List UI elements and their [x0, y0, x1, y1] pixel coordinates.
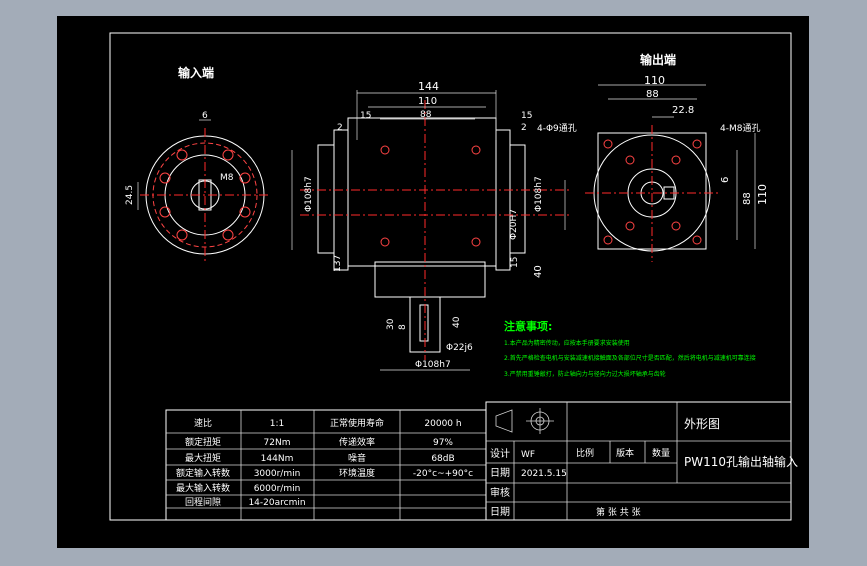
- dim-2-right: 2: [521, 123, 527, 133]
- label-scale: 比例: [576, 447, 594, 459]
- dim-8: 8: [398, 324, 408, 330]
- spec-cell: 最大输入转数: [176, 482, 230, 494]
- dim-input-m8: M8: [220, 173, 234, 183]
- technical-notes: 注意事项: 1.本产品为精密传动，应按本手册要求安装使用 2.首先严格检查电机与…: [504, 319, 756, 378]
- label-review: 审核: [490, 486, 510, 499]
- dim-144: 144: [418, 80, 439, 93]
- spec-cell: 正常使用寿命: [330, 417, 384, 429]
- dim-110-vert: 110: [756, 184, 769, 205]
- note-2: 2.首先严格检查电机与安装减速机接触面及各部位尺寸是否匹配，然后将电机与减速机可…: [504, 354, 756, 362]
- spec-cell: 97%: [433, 438, 453, 448]
- label-date-2: 日期: [490, 506, 510, 518]
- dim-110-side: 110: [418, 96, 437, 107]
- drawing-type: 外形图: [684, 417, 720, 431]
- input-end-view: 6 M8 24.5: [125, 111, 270, 262]
- spec-cell: 6000r/min: [254, 484, 301, 494]
- side-view: 144 110 88 2 15 15 2 4-Φ9通孔 Φ108h7 Φ20H7…: [291, 80, 577, 371]
- date-value: 2021.5.15: [521, 469, 567, 479]
- dim-6-out: 6: [720, 177, 731, 183]
- drawing-sheet: [57, 16, 809, 548]
- label-4-holes-out: 4-M8通孔: [720, 123, 760, 134]
- spec-cell: 额定输入转数: [176, 467, 230, 479]
- dim-88-side: 88: [420, 110, 432, 120]
- spec-cell: 噪音: [348, 452, 366, 464]
- dim-input-6: 6: [202, 111, 208, 121]
- notes-title: 注意事项:: [504, 319, 552, 333]
- spec-cell: 1:1: [270, 419, 284, 429]
- spec-cell: 环境温度: [339, 467, 375, 479]
- dim-110-out: 110: [644, 74, 665, 87]
- spec-cell: 3000r/min: [254, 469, 301, 479]
- dim-88-vert: 88: [742, 192, 753, 205]
- title-block: 外形图 PW110孔输出轴输入 设计 WF 比例 版本 数量 日期 2021.5…: [485, 401, 798, 521]
- label-design: 设计: [490, 447, 510, 460]
- spec-cell: 回程间隙: [185, 496, 221, 508]
- spec-cell: 速比: [194, 417, 212, 429]
- dim-15-left: 15: [360, 111, 371, 121]
- dim-2-left: 2: [337, 123, 343, 133]
- dim-108h7-bottom: Φ108h7: [415, 360, 451, 370]
- spec-cell: 传递效率: [339, 436, 375, 448]
- dim-15-right: 15: [521, 111, 532, 121]
- spec-cell: 14-20arcmin: [248, 498, 305, 508]
- spec-cell: 最大扭矩: [185, 452, 221, 464]
- dim-40-shaft: 40: [452, 316, 462, 328]
- dim-108h7-left: Φ108h7: [304, 176, 314, 212]
- label-quantity: 数量: [652, 447, 670, 459]
- dim-input-24-5: 24.5: [125, 185, 135, 205]
- note-1: 1.本产品为精密传动，应按本手册要求安装使用: [504, 339, 630, 347]
- output-end-view: 110 88 22.8 4-M8通孔 6 88 110: [585, 74, 769, 262]
- spec-cell: 20000 h: [424, 419, 461, 429]
- output-end-heading: 输出端: [640, 52, 676, 67]
- label-4-holes-side: 4-Φ9通孔: [537, 123, 577, 134]
- dim-40-right: 40: [533, 265, 544, 278]
- dim-20h7: Φ20H7: [509, 209, 519, 240]
- dim-22j6: Φ22j6: [446, 343, 473, 353]
- drawing-name: PW110孔输出轴输入: [684, 454, 798, 469]
- note-3: 3.严禁用重锤敲打，防止轴向力与径向力过大损坏轴承与齿轮: [504, 370, 666, 378]
- spec-cell: 72Nm: [264, 438, 291, 448]
- sheet-info: 第 张 共 张: [596, 506, 641, 518]
- dim-137: 137: [333, 255, 343, 272]
- label-version: 版本: [616, 447, 634, 459]
- dim-30: 30: [386, 318, 396, 330]
- spec-cell: 68dB: [431, 454, 454, 464]
- dim-22-8: 22.8: [672, 105, 694, 116]
- input-end-heading: 输入端: [178, 65, 214, 80]
- label-date: 日期: [490, 467, 510, 479]
- spec-cell: -20°c~+90°c: [413, 469, 473, 479]
- dim-108h7-right: Φ108h7: [534, 176, 544, 212]
- designer: WF: [521, 450, 535, 460]
- spec-cell: 144Nm: [261, 454, 294, 464]
- dim-15-bottom: 15: [510, 257, 520, 268]
- dim-88-out: 88: [646, 89, 659, 100]
- spec-cell: 额定扭矩: [185, 436, 221, 448]
